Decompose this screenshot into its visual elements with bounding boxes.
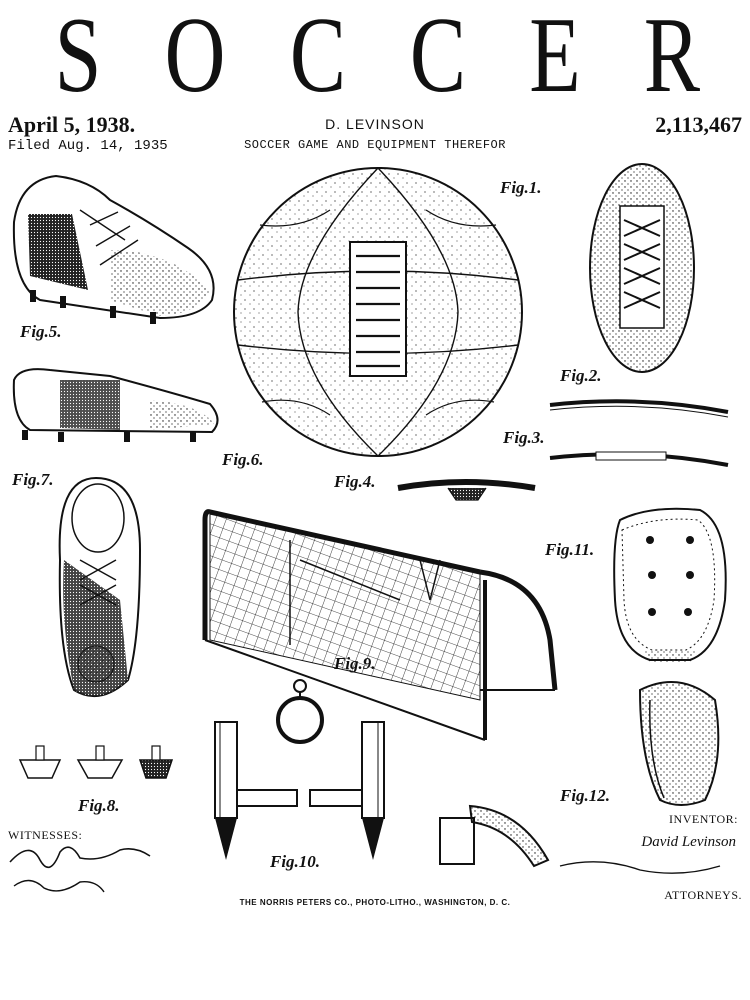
- cleat-detail-drawing: [18, 745, 174, 779]
- attorneys-label: ATTORNEYS.: [664, 888, 742, 902]
- shin-guard-side-drawing: [638, 681, 720, 806]
- figure-label: Fig.2.: [560, 366, 602, 385]
- post-joint-drawing: [214, 721, 385, 860]
- seam-strip-drawing: [549, 399, 729, 467]
- shoe-side-drawing: [12, 174, 215, 324]
- attorney-signature: [559, 861, 721, 874]
- figure-label: Fig.12.: [560, 786, 611, 805]
- witness-signature: [9, 846, 151, 893]
- witnesses-label: WITNESSES:: [8, 828, 83, 842]
- page-title: S O C C E R: [0, 0, 750, 115]
- patent-number: 2,113,467: [655, 112, 742, 137]
- figure-label: Fig.6.: [222, 450, 264, 469]
- patent-date: April 5, 1938.: [8, 112, 136, 137]
- filed-date: Filed Aug. 14, 1935: [8, 138, 168, 154]
- ring-drawing: [276, 679, 324, 744]
- inventor-heading: D. LEVINSON: [325, 116, 425, 132]
- figure-label: Fig.10.: [270, 852, 321, 871]
- title-letter: E: [529, 0, 581, 115]
- patent-subtitle: SOCCER GAME AND EQUIPMENT THEREFOR: [244, 138, 506, 152]
- title-letter: R: [643, 0, 701, 115]
- shoe-low-drawing: [12, 368, 219, 442]
- title-letter: O: [164, 0, 226, 115]
- shin-guard-front-drawing: [613, 507, 727, 662]
- soccer-ball-drawing: [233, 167, 523, 457]
- figure-label: Fig.11.: [545, 540, 595, 559]
- figure-label: Fig.1.: [500, 178, 542, 197]
- figure-label: Fig.8.: [78, 796, 120, 815]
- inventor-signature-name: David Levinson: [641, 834, 736, 850]
- title-letter: C: [409, 0, 467, 115]
- figure-label: Fig.5.: [20, 322, 62, 341]
- printer-credit: THE NORRIS PETERS CO., PHOTO-LITHO., WAS…: [239, 898, 511, 907]
- figure-label: Fig.4.: [334, 472, 376, 491]
- title-letter: C: [289, 0, 347, 115]
- figure-label: Fig.3.: [503, 428, 545, 447]
- inventor-label: INVENTOR:: [669, 812, 738, 826]
- ball-section-drawing: [589, 163, 695, 373]
- goal-drawing: [202, 509, 558, 741]
- figure-label: Fig.7.: [12, 470, 54, 489]
- valve-detail-drawing: [397, 479, 536, 501]
- curved-joint-drawing: [439, 804, 550, 868]
- figure-label: Fig.9.: [334, 654, 376, 673]
- title-letter: S: [54, 0, 102, 115]
- shoe-top-drawing: [58, 476, 142, 697]
